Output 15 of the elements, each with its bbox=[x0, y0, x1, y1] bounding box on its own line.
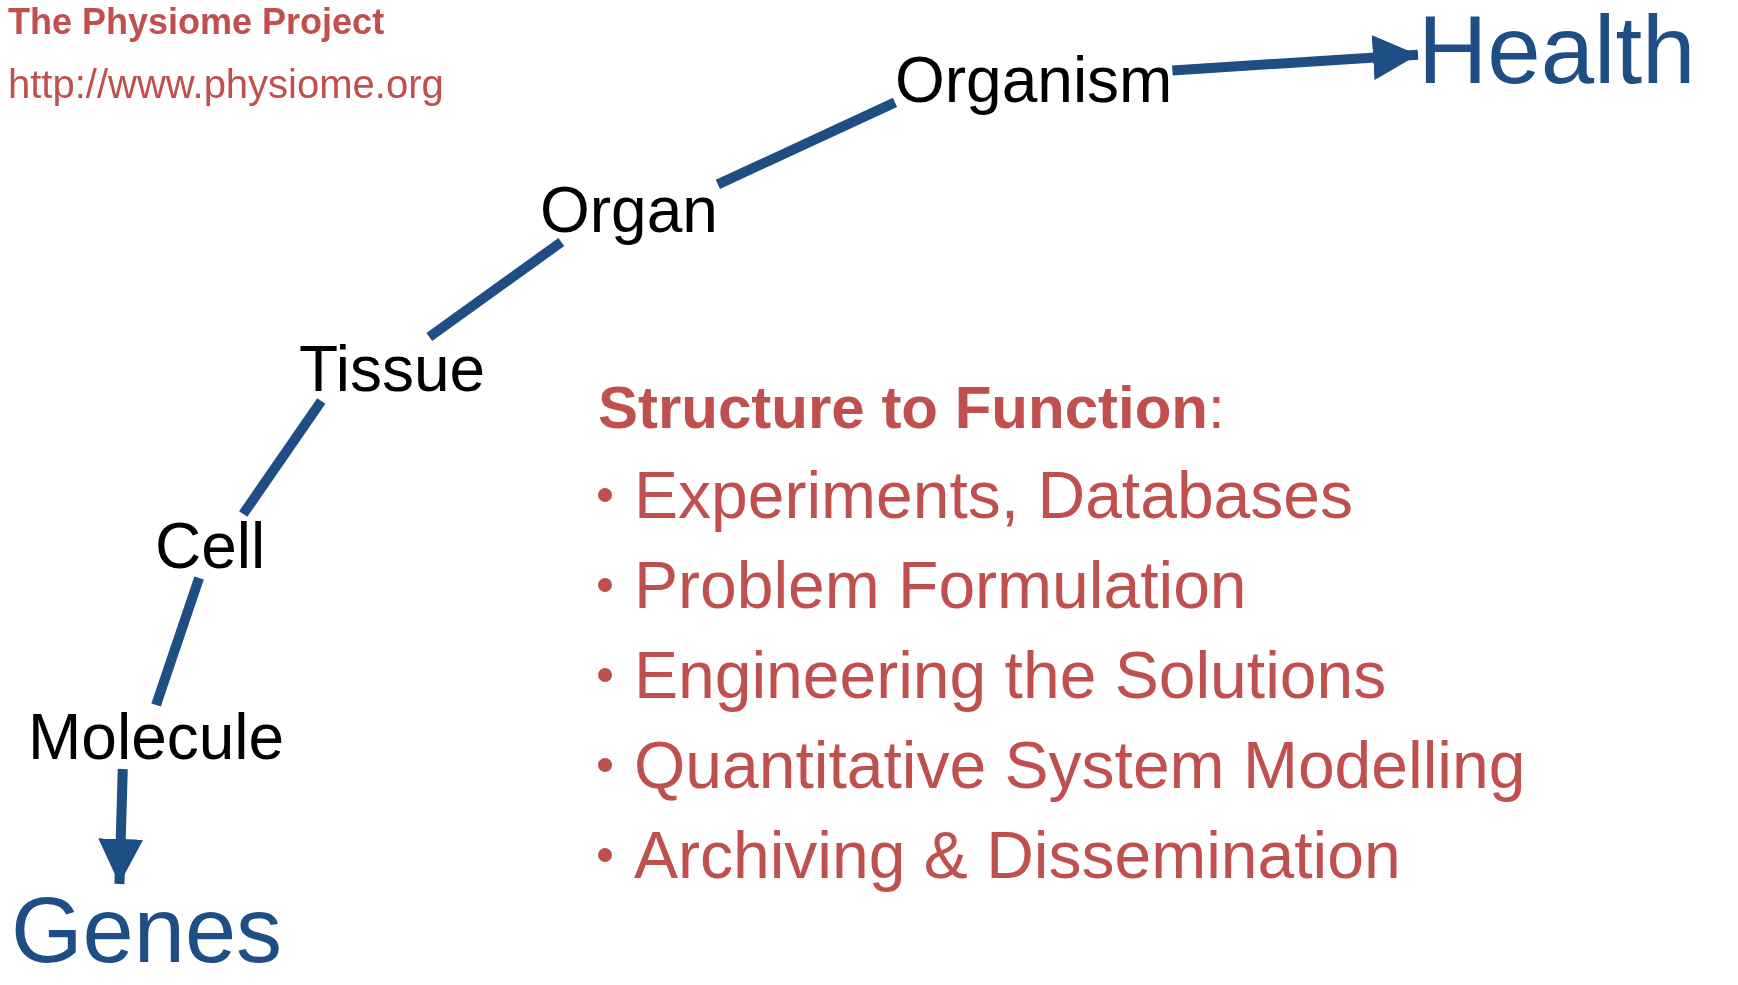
level-label: Tissue bbox=[299, 337, 486, 401]
level-label: Cell bbox=[155, 514, 266, 578]
arrow bbox=[98, 768, 144, 885]
level-label: Genes bbox=[11, 884, 283, 976]
title: The Physiome Project bbox=[8, 2, 385, 42]
web-link: http://www.physiome.org bbox=[8, 62, 444, 106]
connector-line bbox=[151, 576, 204, 707]
connector-line bbox=[426, 237, 565, 342]
connector-line bbox=[715, 97, 898, 189]
level-label: Health bbox=[1418, 2, 1696, 98]
connector-line bbox=[239, 398, 326, 517]
arrow bbox=[1172, 35, 1419, 81]
list-item: Problem Formulation bbox=[634, 552, 1247, 618]
heading: Structure to Function: bbox=[598, 373, 1226, 443]
level-label: Molecule bbox=[28, 705, 285, 769]
